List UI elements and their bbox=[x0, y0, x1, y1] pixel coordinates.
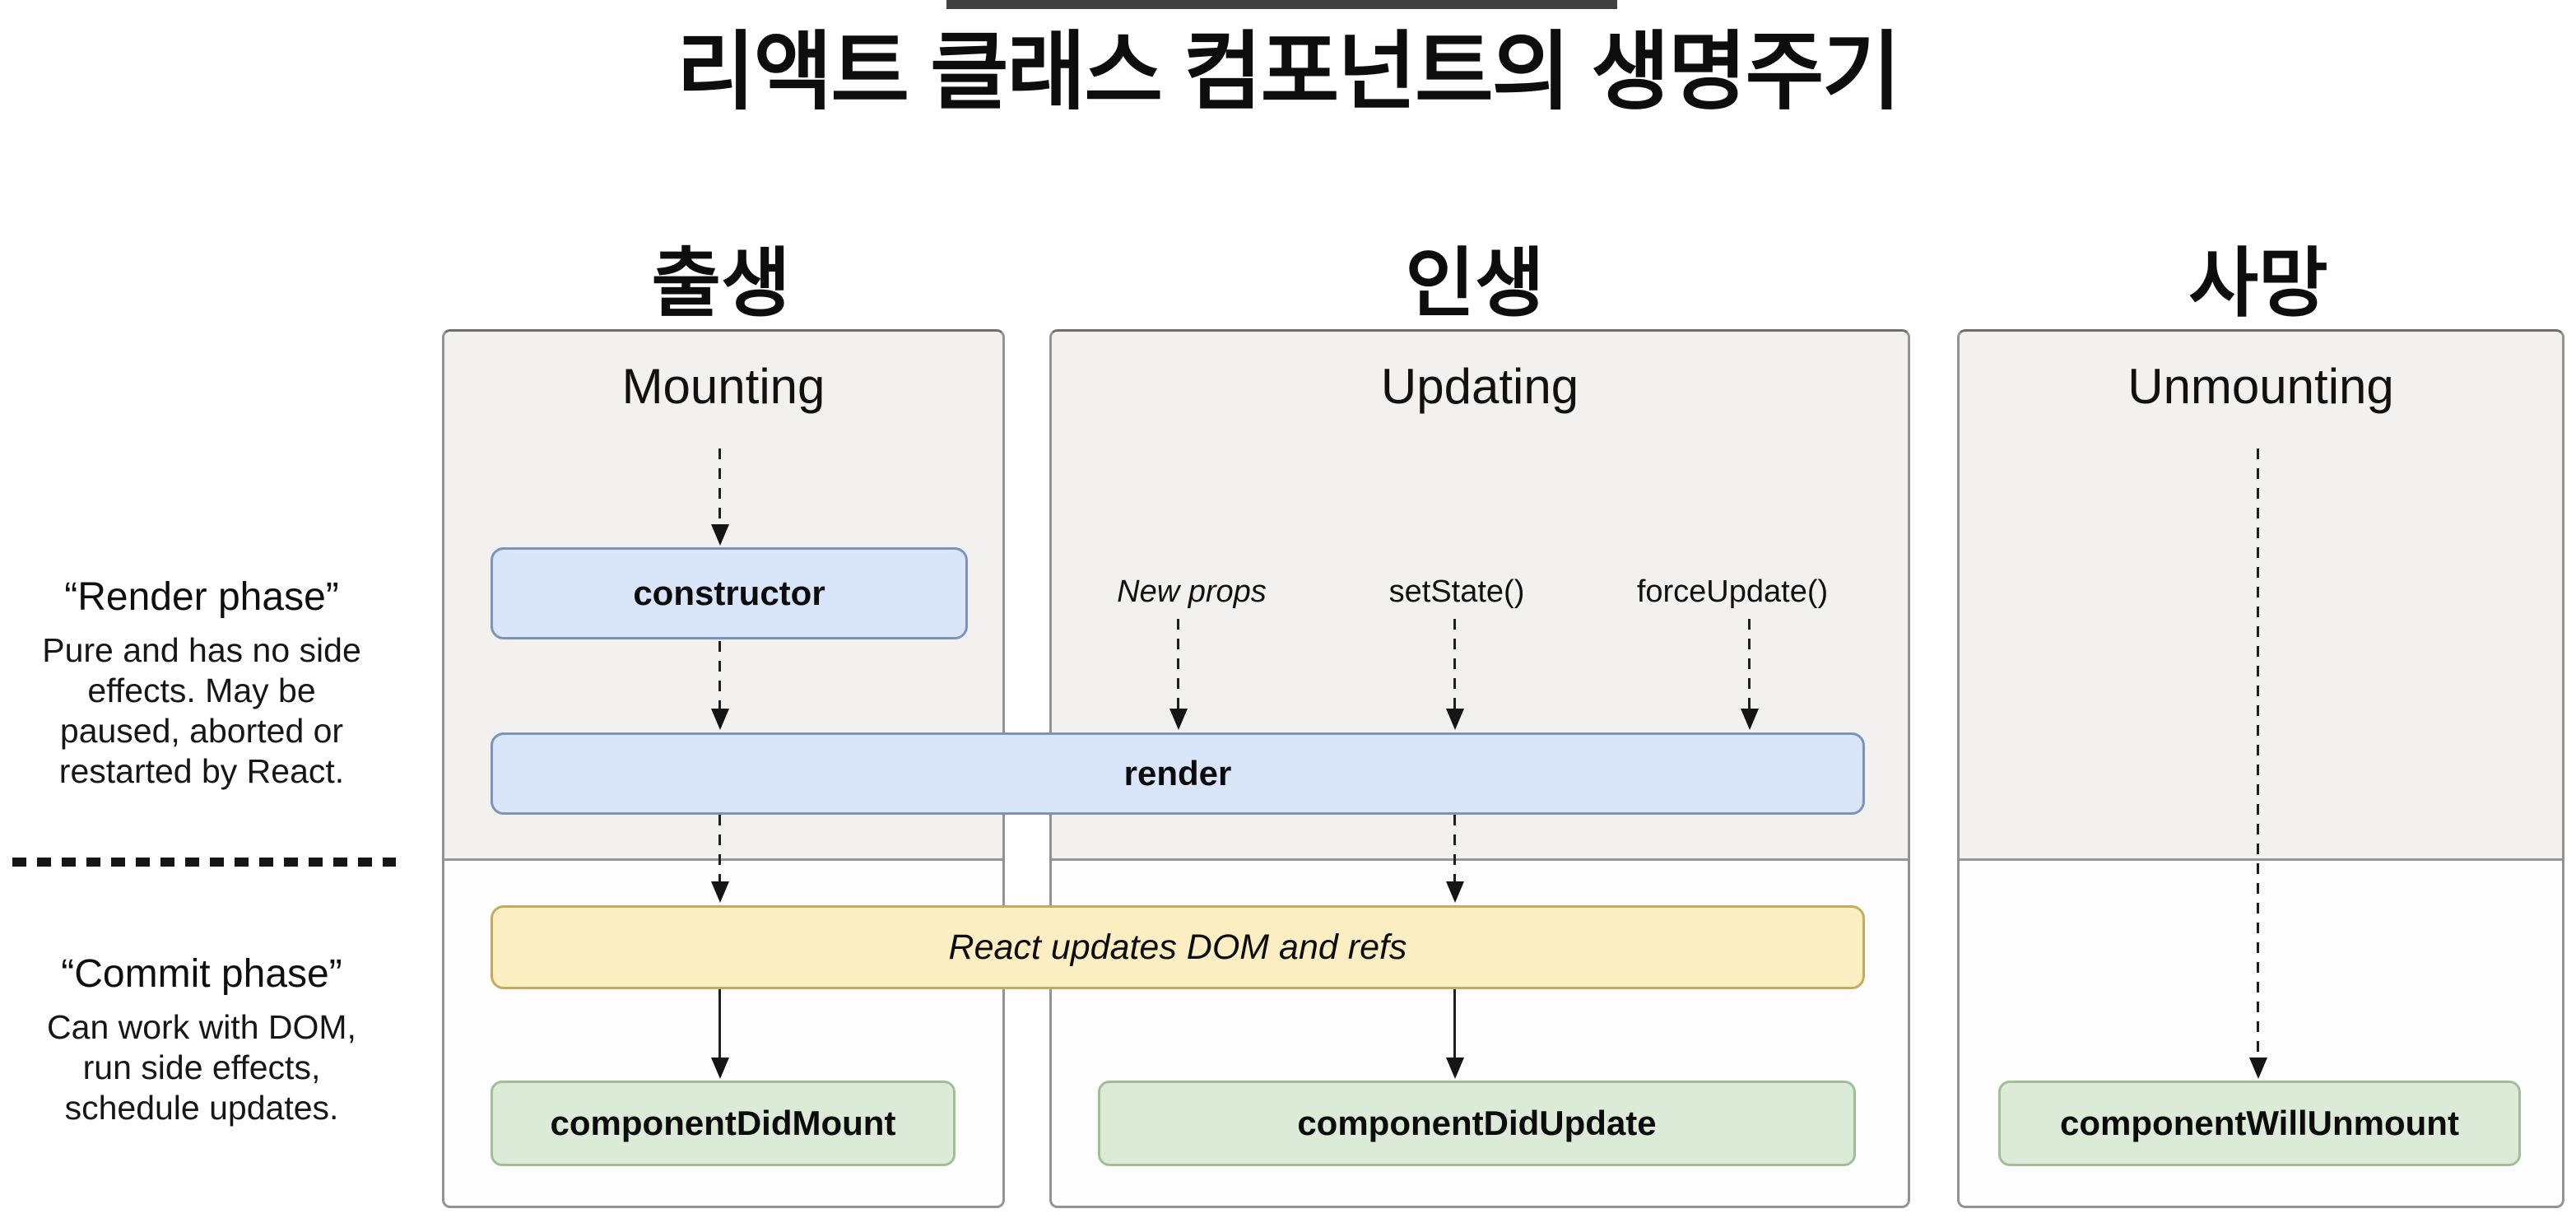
title-underline-bar bbox=[946, 0, 1617, 9]
arrow-unmounting-to-will-unmount-head bbox=[2249, 1058, 2267, 1079]
column-header-birth: 출생 bbox=[651, 242, 791, 326]
commit-phase-line: schedule updates. bbox=[64, 1089, 339, 1127]
arrow-dom-update-to-did-update-head bbox=[1446, 1058, 1464, 1079]
constructor-node: constructor bbox=[491, 547, 968, 639]
force-update-label: forceUpdate() bbox=[1636, 574, 1829, 609]
arrow-constructor-to-render-line bbox=[718, 641, 721, 709]
column-header-death: 사망 bbox=[2188, 242, 2328, 326]
arrow-render-to-dom-update-line-mounting bbox=[718, 815, 721, 882]
component-did-mount-node: componentDidMount bbox=[491, 1081, 956, 1166]
arrow-set-state-to-render-head bbox=[1446, 709, 1464, 730]
unmounting-column-title: Unmounting bbox=[2127, 359, 2394, 414]
arrow-new-props-to-render-line bbox=[1177, 619, 1179, 709]
column-header-life: 인생 bbox=[1405, 242, 1545, 326]
arrow-render-to-dom-update-line-updating bbox=[1453, 815, 1456, 882]
new-props-label: New props bbox=[1117, 574, 1267, 609]
arrow-force-update-to-render-head bbox=[1741, 709, 1759, 730]
render-phase-line: paused, aborted or bbox=[59, 712, 344, 750]
commit-phase-line: run side effects, bbox=[82, 1048, 321, 1086]
render-phase-line: restarted by React. bbox=[58, 752, 345, 790]
arrow-dom-update-to-did-mount-head bbox=[711, 1058, 729, 1079]
commit-phase-line: Can work with DOM, bbox=[47, 1008, 356, 1046]
render-phase-line: effects. May be bbox=[87, 672, 316, 709]
render-phase-line: Pure and has no side bbox=[42, 631, 361, 669]
arrow-mounting-to-constructor-line bbox=[718, 449, 721, 524]
phase-separator-dotted-line bbox=[12, 858, 396, 867]
set-state-label: setState() bbox=[1388, 574, 1525, 609]
commit-phase-title: “Commit phase” bbox=[61, 952, 342, 996]
updating-column-title: Updating bbox=[1380, 359, 1579, 414]
page-title: 리액트 클래스 컴포넌트의 생명주기 bbox=[677, 25, 1901, 120]
arrow-force-update-to-render-line bbox=[1748, 619, 1751, 709]
render-phase-title: “Render phase” bbox=[64, 575, 339, 619]
component-will-unmount-node: componentWillUnmount bbox=[1998, 1081, 2521, 1166]
unmounting-render-phase-region bbox=[1960, 332, 2562, 861]
render-node: render bbox=[491, 732, 1865, 815]
arrow-set-state-to-render-line bbox=[1453, 619, 1456, 709]
render-phase-description: Pure and has no side effects. May be pau… bbox=[21, 630, 383, 792]
arrow-render-to-dom-update-head-mounting bbox=[711, 881, 729, 903]
commit-phase-description: Can work with DOM, run side effects, sch… bbox=[21, 1007, 383, 1128]
arrow-dom-update-to-did-update-line bbox=[1453, 989, 1456, 1058]
arrow-dom-update-to-did-mount-line bbox=[718, 989, 721, 1058]
arrow-unmounting-to-will-unmount-line bbox=[2257, 449, 2259, 1055]
mounting-column-title: Mounting bbox=[621, 359, 825, 414]
component-did-update-node: componentDidUpdate bbox=[1098, 1081, 1856, 1166]
arrow-mounting-to-constructor-head bbox=[711, 524, 729, 546]
unmounting-column: Unmounting bbox=[1957, 329, 2564, 1208]
arrow-render-to-dom-update-head-updating bbox=[1446, 881, 1464, 903]
arrow-new-props-to-render-head bbox=[1169, 709, 1188, 730]
arrow-constructor-to-render-head bbox=[711, 709, 729, 730]
react-updates-dom-node: React updates DOM and refs bbox=[491, 905, 1865, 989]
